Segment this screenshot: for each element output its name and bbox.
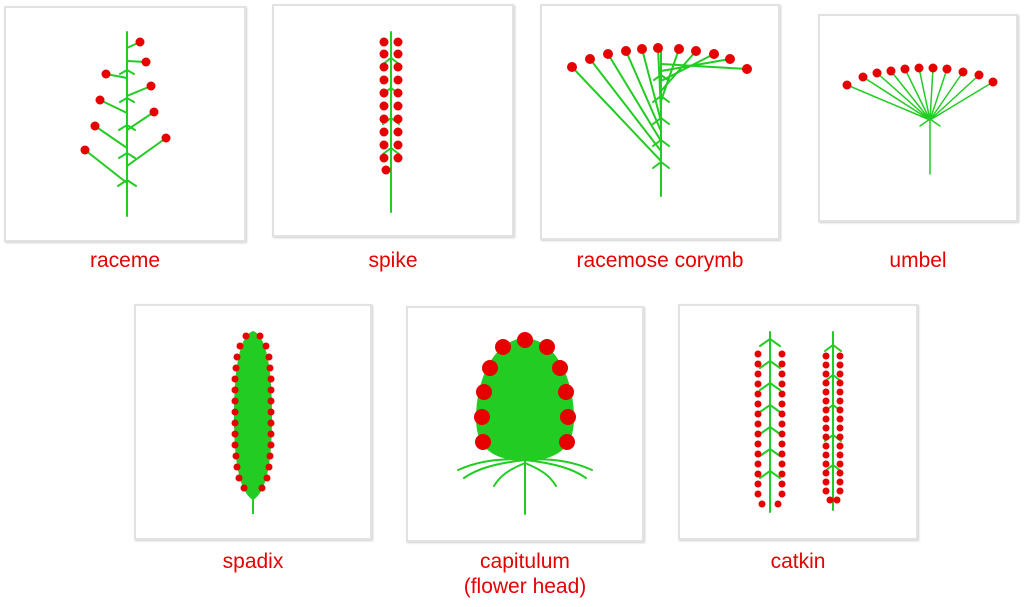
- spadix-diagram: [136, 306, 370, 538]
- catkin-panel: [678, 304, 918, 540]
- raceme-flowers: [81, 38, 171, 155]
- raceme-diagram: [6, 8, 244, 240]
- racemose-corymb-panel: [540, 4, 780, 240]
- racemose-corymb-label: racemose corymb: [540, 248, 780, 273]
- capitulum-panel: [406, 306, 644, 542]
- spike-panel: [272, 4, 514, 237]
- spadix-panel: [134, 304, 372, 540]
- capitulum-diagram: [408, 308, 642, 540]
- umbel-panel: [818, 14, 1018, 222]
- capitulum-label: capitulum (flower head): [406, 549, 644, 599]
- racemose-corymb-diagram: [542, 6, 778, 238]
- raceme-panel: [4, 6, 246, 242]
- raceme-label: raceme: [4, 248, 246, 273]
- spike-diagram: [274, 6, 512, 235]
- umbel-diagram: [820, 16, 1016, 220]
- catkin-diagram: [680, 306, 916, 538]
- spike-label: spike: [272, 248, 514, 273]
- spadix-label: spadix: [134, 549, 372, 574]
- umbel-label: umbel: [818, 248, 1018, 273]
- catkin-label: catkin: [678, 549, 918, 574]
- umbel-flowers: [843, 64, 998, 90]
